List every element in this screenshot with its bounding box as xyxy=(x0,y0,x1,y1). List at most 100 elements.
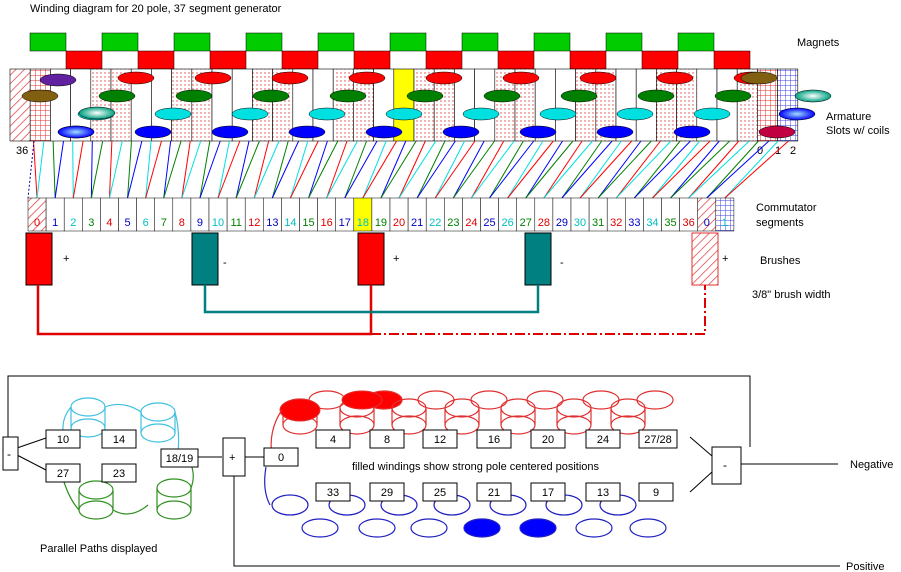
box-blue-1 xyxy=(369,482,405,502)
segment-label-8: 8 xyxy=(179,217,185,229)
box-blue-4-label: 17 xyxy=(542,487,554,499)
segment-label-3: 3 xyxy=(88,217,94,229)
coil-2-7 xyxy=(616,107,654,121)
lead-b-22 xyxy=(434,140,476,199)
lead-b-37 xyxy=(706,140,770,199)
lead-a-1 xyxy=(52,140,56,199)
coil-brown-right xyxy=(740,71,778,85)
segment-label-17: 17 xyxy=(339,217,351,229)
magnet-north-1 xyxy=(101,32,139,52)
segment-label-4: 4 xyxy=(106,217,112,229)
lead-b-33 xyxy=(633,140,691,199)
box-red-6-label: 27/28 xyxy=(644,434,672,446)
lead-b-16 xyxy=(326,140,358,199)
segment-label-23: 23 xyxy=(447,217,459,229)
coil-1-7 xyxy=(637,89,675,103)
coil-1-5 xyxy=(483,89,521,103)
magnet-north-8 xyxy=(605,32,643,52)
lead-b-4 xyxy=(108,140,123,199)
box-blue-1-label: 29 xyxy=(381,487,393,499)
coil-gradient-green xyxy=(78,106,116,120)
red-coil-4 xyxy=(500,398,536,435)
box-blue-3-label: 21 xyxy=(488,487,500,499)
box-27 xyxy=(45,463,81,483)
box-red-0-label: 4 xyxy=(330,434,336,446)
lead-b-23 xyxy=(452,140,495,199)
lead-b-19 xyxy=(380,140,417,199)
armature-slot-4 xyxy=(90,68,112,142)
red-coil-5-top xyxy=(556,398,592,418)
lead-a-12 xyxy=(253,140,270,199)
red-filled-2 xyxy=(341,390,383,410)
blue-coil-0 xyxy=(271,494,309,516)
lead-b-25 xyxy=(489,140,535,199)
magnets-row xyxy=(29,32,751,70)
lead-a-18 xyxy=(362,140,387,199)
lead-b-8 xyxy=(181,140,202,199)
coil-2-6 xyxy=(539,107,577,121)
coil-2-2 xyxy=(231,107,269,121)
red-coil-6-top xyxy=(610,398,646,418)
armature-slot-8 xyxy=(171,68,193,142)
coil-purple xyxy=(39,73,77,87)
brush-sign-4: - xyxy=(560,257,564,269)
coil-3-8 xyxy=(673,125,711,139)
lead-b-36 xyxy=(688,140,750,199)
coil-0-7 xyxy=(656,71,694,85)
junction-plus-label: + xyxy=(229,452,235,464)
lead-a-10 xyxy=(217,140,230,199)
segment-label-33: 33 xyxy=(628,217,640,229)
blue-coil-bottom-2 xyxy=(410,518,448,538)
segment-label-9: 9 xyxy=(197,217,203,229)
segment-label-21: 21 xyxy=(411,217,423,229)
lead-b-21 xyxy=(416,140,456,199)
box-red-4-label: 20 xyxy=(542,434,554,446)
magnet-south-2 xyxy=(209,50,247,70)
coil-lead-lines xyxy=(27,140,789,199)
filled-windings-note: filled windings show strong pole centere… xyxy=(352,461,600,473)
coil-1-2 xyxy=(252,89,290,103)
lead-b-3 xyxy=(90,140,104,199)
brush-sign-1: + xyxy=(63,253,69,265)
box-23-label: 23 xyxy=(113,468,125,480)
positive-label: Positive xyxy=(846,561,885,572)
segment-label-34: 34 xyxy=(646,217,658,229)
box-blue-4 xyxy=(530,482,566,502)
coil-0-0 xyxy=(117,71,155,85)
segment-label-27: 27 xyxy=(520,217,532,229)
lead-b-38 xyxy=(724,140,789,199)
box-red-5-label: 24 xyxy=(597,434,609,446)
brush-2 xyxy=(191,232,219,286)
magnet-north-0 xyxy=(29,32,67,52)
lead-b-32 xyxy=(615,140,672,199)
box-0 xyxy=(263,447,299,467)
lead-a-19 xyxy=(380,140,407,199)
lead-a-13 xyxy=(271,140,289,199)
magnet-south-3 xyxy=(281,50,319,70)
segment-label-31: 31 xyxy=(592,217,604,229)
red-coil-3-top xyxy=(444,398,480,418)
lead-a-4 xyxy=(108,140,113,199)
box-18-19-label: 18/19 xyxy=(166,453,194,465)
green-coil-2-top xyxy=(156,478,192,498)
blue-coil-bottom-3 xyxy=(463,518,501,538)
lead-b-6 xyxy=(145,140,162,199)
lead-a-0 xyxy=(33,140,38,199)
red-coil-top-6 xyxy=(636,390,674,410)
magnet-north-5 xyxy=(389,32,427,52)
coil-3-6 xyxy=(519,125,557,139)
parallel-paths-label: Parallel Paths displayed xyxy=(40,543,157,555)
magnet-south-6 xyxy=(497,50,535,70)
brush-width-label: 3/8" brush width xyxy=(752,289,831,301)
green-coil-2-bottom xyxy=(156,500,192,520)
coil-2-4 xyxy=(385,107,423,121)
segment-label-24: 24 xyxy=(465,217,477,229)
coil-1-4 xyxy=(406,89,444,103)
box-red-6 xyxy=(638,429,678,449)
coil-cyan-right xyxy=(794,89,832,103)
lead-a-26 xyxy=(507,140,544,199)
lead-b-11 xyxy=(235,140,260,199)
magnet-south-9 xyxy=(713,50,751,70)
lead-b-9 xyxy=(199,140,221,199)
